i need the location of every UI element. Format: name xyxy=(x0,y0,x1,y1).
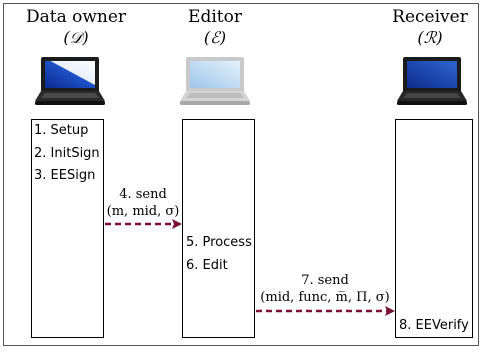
actor-title-editor: Editor xyxy=(188,7,242,27)
message-7-payload: (mid, func, m̅, Π, σ) xyxy=(260,290,390,305)
actor-symbol-data-owner: (𝒟) xyxy=(63,28,89,47)
actor-title-receiver: Receiver xyxy=(392,7,468,27)
owner-step-setup: 1. Setup xyxy=(34,123,89,138)
owner-laptop-icon xyxy=(35,57,105,105)
editor-lifeline xyxy=(182,119,255,338)
owner-lifeline xyxy=(31,119,104,338)
editor-step-process: 5. Process xyxy=(186,235,252,250)
owner-step-eesign: 3. EESign xyxy=(34,168,96,183)
actor-symbol-receiver: (ℛ) xyxy=(417,28,443,47)
owner-step-initsign: 2. InitSign xyxy=(34,146,100,161)
receiver-step-eeverify: 8. EEVerify xyxy=(399,318,469,333)
message-7-label: 7. send xyxy=(301,273,349,288)
editor-laptop-icon xyxy=(180,57,250,105)
receiver-laptop-icon xyxy=(397,57,467,105)
editor-step-edit: 6. Edit xyxy=(186,258,228,273)
actor-symbol-editor: (ℰ) xyxy=(203,28,227,47)
message-7-arrowhead xyxy=(385,306,395,316)
receiver-lifeline xyxy=(395,119,473,338)
actor-title-data-owner: Data owner xyxy=(25,7,127,27)
message-4-label: 4. send xyxy=(119,187,167,202)
message-4-arrowhead xyxy=(172,219,182,229)
message-4-payload: (m, mid, σ) xyxy=(106,204,180,219)
